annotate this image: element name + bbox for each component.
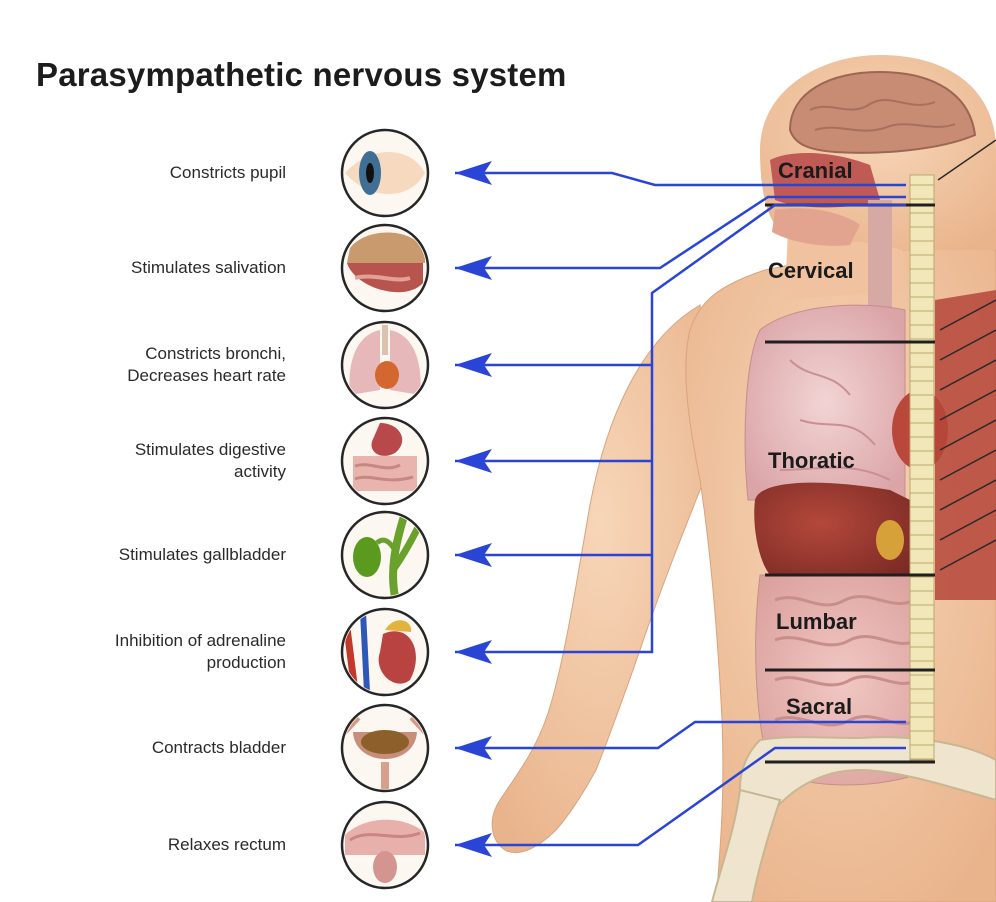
spine-region-label-sacral: Sacral [786, 694, 853, 719]
organ-effect-line: Stimulates gallbladder [118, 545, 286, 564]
arrowhead [455, 543, 492, 567]
spine-region-label-cranial: Cranial [778, 158, 853, 183]
arm-shape [491, 304, 713, 853]
organ-effect-line: Constricts bronchi, [145, 344, 286, 363]
lungs-heart-icon [340, 320, 430, 410]
eye-icon [340, 128, 430, 218]
arrowhead [455, 449, 492, 473]
organ-effect-line: Constricts pupil [169, 163, 286, 182]
organ-effect-label: Stimulates digestive activity [135, 439, 286, 483]
spine-region-label-thoratic: Thoratic [768, 448, 855, 473]
liver-shape [754, 482, 920, 585]
organ-effect-label: Stimulates gallbladder [119, 544, 286, 566]
organ-effect-line: Contracts bladder [151, 738, 286, 757]
nasal-cavity-shape [770, 153, 880, 208]
organ-effect-line: Inhibition of adrenaline [114, 631, 286, 650]
organ-effect-label: Contracts bladder [152, 737, 286, 759]
rectum-icon [340, 800, 430, 890]
organ-effect-label: Constricts bronchi, Decreases heart rate [127, 343, 286, 387]
organ-effect-line: activity [234, 462, 286, 481]
mouth-shape [772, 208, 860, 246]
organ-effect-label: Inhibition of adrenaline production [115, 630, 286, 674]
organ-effect-line: Stimulates salivation [131, 258, 286, 277]
adrenal-kidney-icon [340, 607, 430, 697]
spinal-column-shape [909, 174, 935, 761]
gallbladder-body-shape [876, 520, 904, 560]
gallbladder-icon [340, 510, 430, 600]
brain-shape [788, 70, 977, 154]
bladder-icon [340, 703, 430, 793]
nerve-pathways [455, 171, 906, 847]
spine-region-label-cervical: Cervical [768, 258, 854, 283]
organ-effect-label: Relaxes rectum [168, 834, 286, 856]
nerve-arrowheads [455, 161, 492, 857]
organ-effect-label: Constricts pupil [170, 162, 286, 184]
arrowhead [455, 353, 492, 377]
arrowhead [455, 736, 492, 760]
organ-effect-line: Stimulates digestive [134, 440, 286, 459]
organ-effect-line: Relaxes rectum [167, 835, 286, 854]
arrowhead [455, 833, 492, 857]
digestive-tract-icon [340, 416, 430, 506]
spine-region-label-lumbar: Lumbar [776, 609, 857, 634]
organ-effect-line: production [206, 653, 286, 672]
page-title: Parasympathetic nervous system [36, 56, 567, 93]
femur-shape [710, 788, 782, 902]
arrowhead [455, 256, 492, 280]
arrowhead [455, 640, 492, 664]
back-organs-shape [935, 290, 996, 600]
organ-effect-label: Stimulates salivation [131, 257, 286, 279]
salivary-glands-icon [340, 223, 430, 313]
organ-effect-line: Decreases heart rate [127, 366, 286, 385]
arrowhead [455, 161, 492, 185]
